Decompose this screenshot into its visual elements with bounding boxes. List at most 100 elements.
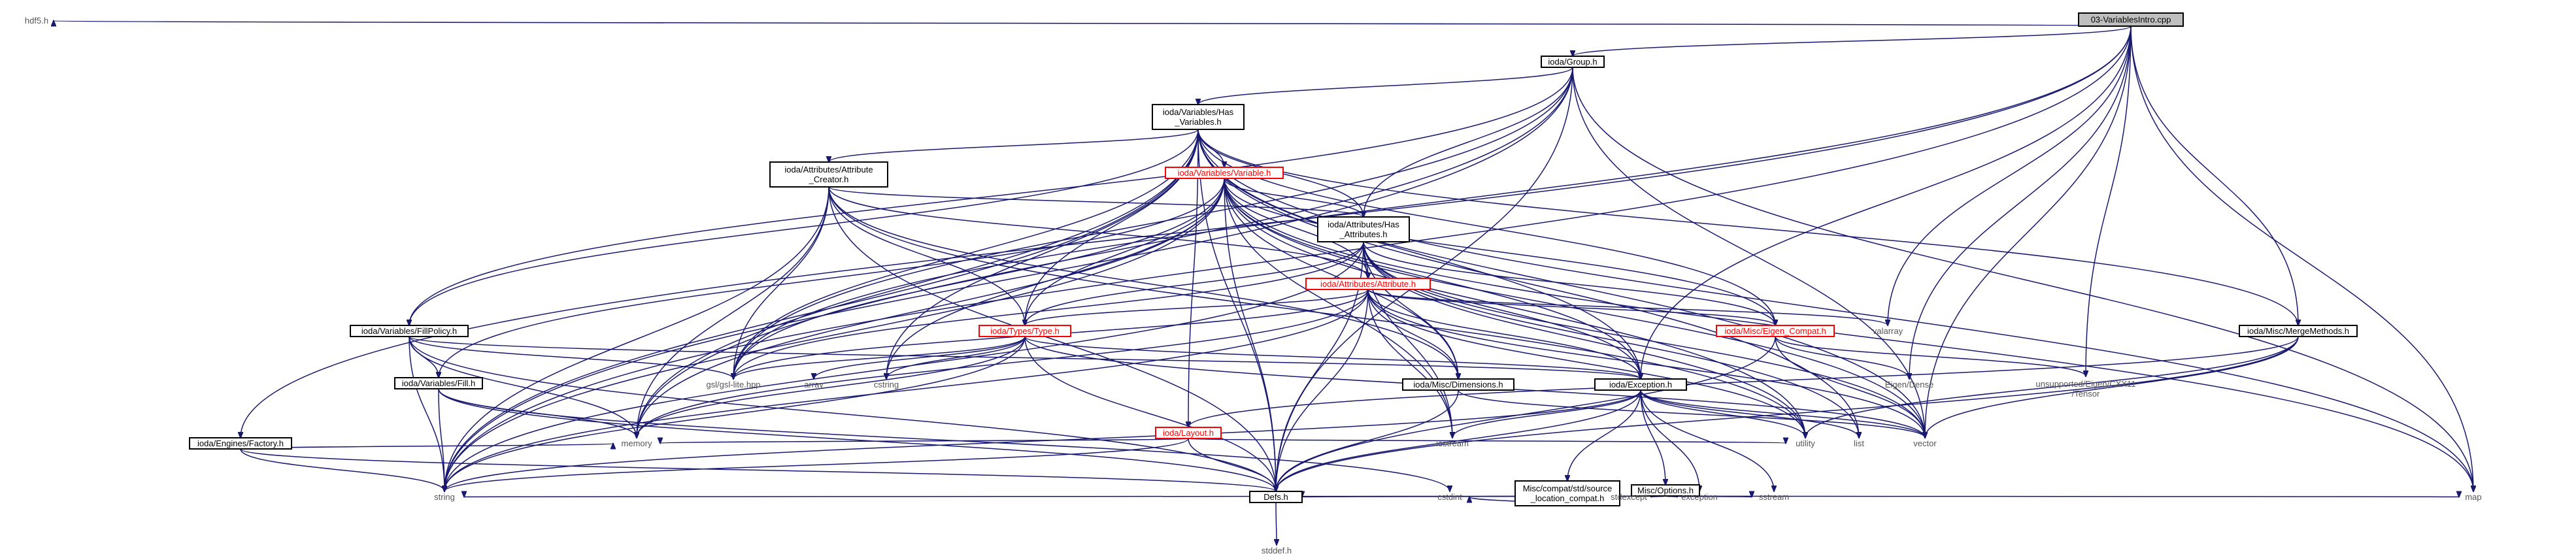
- edge-fillpolicy-to-memory: [409, 336, 637, 438]
- edge-type-to-string: [444, 336, 1026, 491]
- node-eigencompat-box: [1716, 325, 1835, 337]
- node-hasvars-box: [1152, 104, 1245, 130]
- node-hasattrs[interactable]: ioda/Attributes/Has_Attributes.h: [1317, 216, 1410, 242]
- node-hasvars-label-0: ioda/Variables/Has: [1163, 107, 1234, 117]
- edge-exception-to-utility: [1640, 389, 1805, 438]
- edge-hasattrs-to-string: [444, 241, 1364, 491]
- node-vector-label-0: vector: [1913, 438, 1937, 448]
- node-exception[interactable]: ioda/Exception.h: [1594, 378, 1687, 391]
- node-fill[interactable]: ioda/Variables/Fill.h: [394, 377, 483, 389]
- node-mergemethods[interactable]: ioda/Misc/MergeMethods.h: [2239, 325, 2358, 337]
- node-srcloc-label-0: Misc/compat/std/source: [1523, 484, 1613, 493]
- node-attrcreator[interactable]: ioda/Attributes/Attribute_Creator.h: [769, 161, 888, 188]
- node-tensor: unsupported/Eigen/CXX11/Tensor: [2036, 379, 2136, 399]
- node-layout[interactable]: ioda/Layout.h: [1155, 427, 1222, 439]
- edge-type-to-memory: [637, 336, 1026, 438]
- node-dimensions-label-0: ioda/Misc/Dimensions.h: [1413, 380, 1503, 389]
- edge-exception-to-list: [1640, 389, 1859, 438]
- edge-variable-to-fill: [439, 178, 1225, 378]
- node-srcloc-label-1: _location_compat.h: [1530, 493, 1605, 503]
- edge-root-to-string: [444, 25, 2132, 491]
- node-exception-box: [1594, 378, 1687, 391]
- node-fillpolicy-label-0: ioda/Variables/FillPolicy.h: [361, 326, 457, 336]
- node-options-box: [1631, 484, 1700, 497]
- node-type[interactable]: ioda/Types/Type.h: [979, 325, 1071, 337]
- node-eigendense-label-0: Eigen/Dense: [1885, 380, 1933, 389]
- node-factory-label-0: ioda/Engines/Factory.h: [197, 438, 284, 448]
- edge-root-to-exception: [1641, 25, 2132, 379]
- node-hdf5-label-0: hdf5.h: [25, 16, 48, 25]
- edge-exception-to-options: [1640, 389, 1665, 485]
- node-string-label-0: string: [434, 492, 455, 502]
- node-type-label-0: ioda/Types/Type.h: [990, 326, 1060, 336]
- edge-exception-to-exception_std: [1640, 389, 1699, 491]
- node-root[interactable]: 03-VariablesIntro.cpp: [2078, 12, 2184, 27]
- node-hasvars[interactable]: ioda/Variables/Has_Variables.h: [1152, 104, 1245, 130]
- edge-attrcreator-to-string: [444, 186, 829, 491]
- edge-variable-to-eigencompat: [1224, 178, 1775, 325]
- node-group-box: [1541, 56, 1605, 68]
- node-attribute[interactable]: ioda/Attributes/Attribute.h: [1305, 278, 1431, 290]
- node-sstream: sstream: [1759, 492, 1789, 502]
- node-mergemethods-label-0: ioda/Misc/MergeMethods.h: [2247, 326, 2349, 336]
- node-stdexcept-label-0: stdexcept: [1611, 492, 1647, 502]
- edge-root-to-eigendense: [1909, 25, 2132, 379]
- edge-attribute-to-defs: [1276, 289, 1369, 491]
- node-fill-box: [394, 377, 483, 389]
- edge-hasvars-to-fillpolicy: [409, 129, 1199, 325]
- edge-attribute-to-eigencompat: [1367, 289, 1775, 325]
- node-type-box: [979, 325, 1071, 337]
- node-factory[interactable]: ioda/Engines/Factory.h: [189, 437, 292, 450]
- edge-defs-to-stddef: [1276, 502, 1277, 545]
- node-eigendense: Eigen/Dense: [1885, 380, 1933, 389]
- edge-exception-to-srcloc: [1567, 389, 1641, 481]
- node-layout-label-0: ioda/Layout.h: [1163, 428, 1214, 438]
- edge-factory-to-defs: [240, 448, 1276, 491]
- edge-group-to-map: [1572, 67, 2473, 491]
- node-tensor-label-0: unsupported/Eigen/CXX11: [2036, 379, 2136, 389]
- edge-variable-to-type: [1025, 178, 1225, 325]
- node-attribute-label-0: ioda/Attributes/Attribute.h: [1320, 279, 1416, 289]
- node-defs[interactable]: Defs.h: [1249, 491, 1303, 503]
- edge-group-to-hasattrs: [1363, 67, 1573, 217]
- node-exception_std-label-0: exception: [1681, 492, 1718, 502]
- node-dimensions[interactable]: ioda/Misc/Dimensions.h: [1402, 378, 1514, 391]
- node-memory-label-0: memory: [622, 438, 652, 448]
- node-stdexcept: stdexcept: [1611, 492, 1647, 502]
- edge-hasattrs-to-exception: [1363, 241, 1641, 379]
- node-group-label-0: ioda/Group.h: [1548, 57, 1597, 67]
- node-fill-label-0: ioda/Variables/Fill.h: [402, 378, 475, 388]
- edge-attrcreator-to-hasattrs: [828, 186, 1363, 217]
- node-mergemethods-box: [2239, 325, 2358, 337]
- node-hdf5: hdf5.h: [25, 16, 48, 25]
- dependency-nodes: 03-VariablesIntro.cpp hdf5.h ioda/Group.h i…: [25, 12, 2482, 555]
- edge-eigencompat-to-eigendense: [1775, 336, 1909, 379]
- node-srcloc[interactable]: Misc/compat/std/source_location_compat.h: [1514, 480, 1620, 506]
- node-eigencompat-label-0: ioda/Misc/Eigen_Compat.h: [1724, 326, 1826, 336]
- edge-hasvars-to-memory: [637, 129, 1199, 438]
- node-cstring-label-0: cstring: [874, 380, 899, 389]
- node-stddef: stddef.h: [1262, 546, 1292, 555]
- node-options-label-0: Misc/Options.h: [1637, 486, 1694, 495]
- node-hasvars-label-1: _Variables.h: [1174, 117, 1221, 127]
- node-eigencompat[interactable]: ioda/Misc/Eigen_Compat.h: [1716, 325, 1835, 337]
- edge-hasvars-to-layout: [1188, 129, 1199, 427]
- edge-hasvars-to-string: [444, 129, 1199, 491]
- edge-attrcreator-to-defs: [828, 186, 1276, 491]
- node-group[interactable]: ioda/Group.h: [1541, 56, 1605, 68]
- edge-attribute-to-valarray: [1367, 289, 1888, 325]
- edge-mergemethods-to-vector: [1925, 336, 2299, 438]
- node-fillpolicy[interactable]: ioda/Variables/FillPolicy.h: [350, 325, 469, 337]
- node-sstream-label-0: sstream: [1759, 492, 1789, 502]
- edge-dimensions-to-vector: [1458, 389, 1925, 438]
- edge-exception-to-defs: [1276, 389, 1641, 491]
- edge-layout-to-string: [444, 438, 1189, 491]
- node-options[interactable]: Misc/Options.h: [1631, 484, 1700, 497]
- edge-attrcreator-to-memory: [637, 186, 829, 438]
- edge-attrcreator-to-attribute: [828, 186, 1368, 278]
- edge-attribute-to-dimensions: [1367, 289, 1458, 379]
- edge-layout-to-memory: [660, 438, 1189, 444]
- node-cstdint: cstdint: [1437, 492, 1462, 502]
- node-variable[interactable]: ioda/Variables/Variable.h: [1165, 167, 1284, 179]
- edge-fill-to-cstdint: [438, 388, 1450, 491]
